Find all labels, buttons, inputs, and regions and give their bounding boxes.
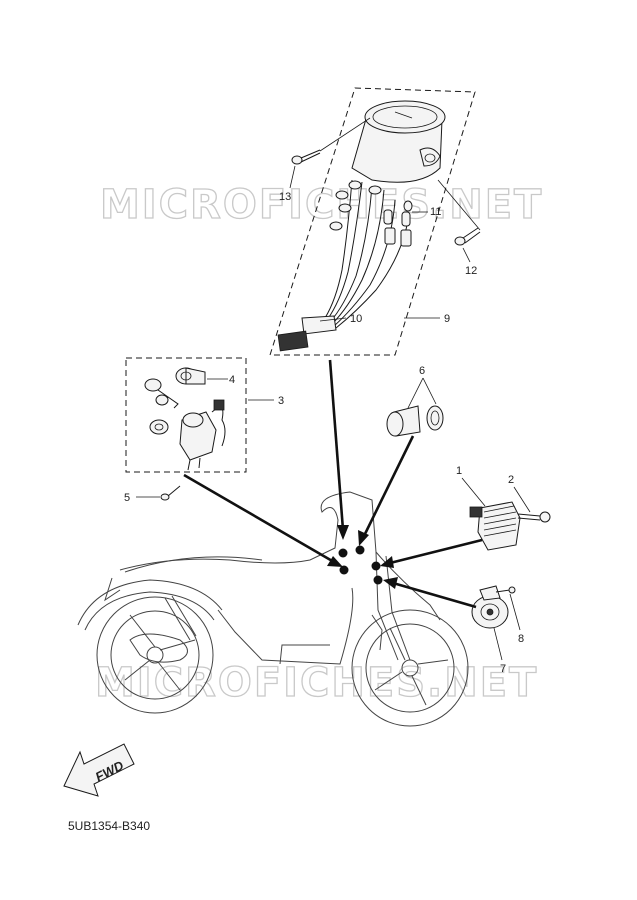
callout-2: 2 — [508, 474, 514, 486]
lock-cylinder-4 — [175, 367, 206, 385]
arrow-speedometer — [328, 359, 345, 531]
callout-4: 4 — [229, 374, 235, 386]
callout-8: 8 — [518, 633, 524, 645]
forward-direction-arrow: FWD — [63, 743, 135, 797]
leader-7 — [493, 627, 503, 661]
callout-7: 7 — [500, 663, 506, 675]
rectifier-regulator-1 — [469, 501, 521, 551]
callout-1: 1 — [456, 465, 462, 477]
leader-12 — [462, 247, 471, 263]
callout-12: 12 — [465, 265, 477, 277]
arrow-rectifier — [389, 538, 483, 565]
arrow-horn — [392, 581, 477, 609]
arrow-buzzer — [362, 435, 415, 537]
leader-2 — [513, 486, 531, 513]
main-switch-lock — [179, 399, 226, 471]
screw-8 — [495, 586, 516, 594]
screw-5 — [160, 485, 181, 501]
lock-cap — [149, 419, 169, 435]
callout-3: 3 — [278, 395, 284, 407]
callout-9: 9 — [444, 313, 450, 325]
connection-point-1 — [338, 548, 348, 558]
watermark-bottom: MICROFICHES.NET — [95, 660, 538, 706]
leader-10 — [319, 317, 347, 322]
watermark-top: MICROFICHES.NET — [100, 182, 543, 228]
connection-point-2 — [355, 545, 365, 555]
callout-11: 11 — [430, 206, 441, 218]
leader-6 — [407, 377, 437, 409]
connection-arrows — [183, 359, 483, 609]
connection-point-5 — [373, 575, 383, 585]
keys — [144, 378, 179, 409]
callout-6: 6 — [419, 365, 425, 377]
main-switch-assembly-boundary — [125, 357, 247, 473]
part-code: 5UB1354-B340 — [68, 819, 150, 833]
callout-5: 5 — [124, 492, 130, 504]
callout-13: 13 — [279, 191, 291, 203]
leader-1 — [461, 477, 486, 507]
bulb-sockets — [383, 200, 413, 247]
callout-10: 10 — [350, 313, 362, 325]
speedometer-assembly-boundary — [269, 87, 476, 356]
screw-13 — [291, 117, 371, 165]
screw-12 — [437, 179, 481, 246]
scooter-outline — [77, 491, 469, 727]
horn-7 — [471, 585, 509, 629]
buzzer-6 — [386, 405, 444, 437]
leader-13 — [289, 165, 296, 189]
speedometer-nuts — [329, 180, 382, 231]
arrow-main-switch — [183, 473, 335, 564]
connection-point-4 — [371, 561, 381, 571]
bolt-2 — [517, 511, 551, 523]
speedometer-housing — [351, 100, 446, 183]
connection-point-3 — [339, 565, 349, 575]
leader-8 — [509, 593, 521, 631]
